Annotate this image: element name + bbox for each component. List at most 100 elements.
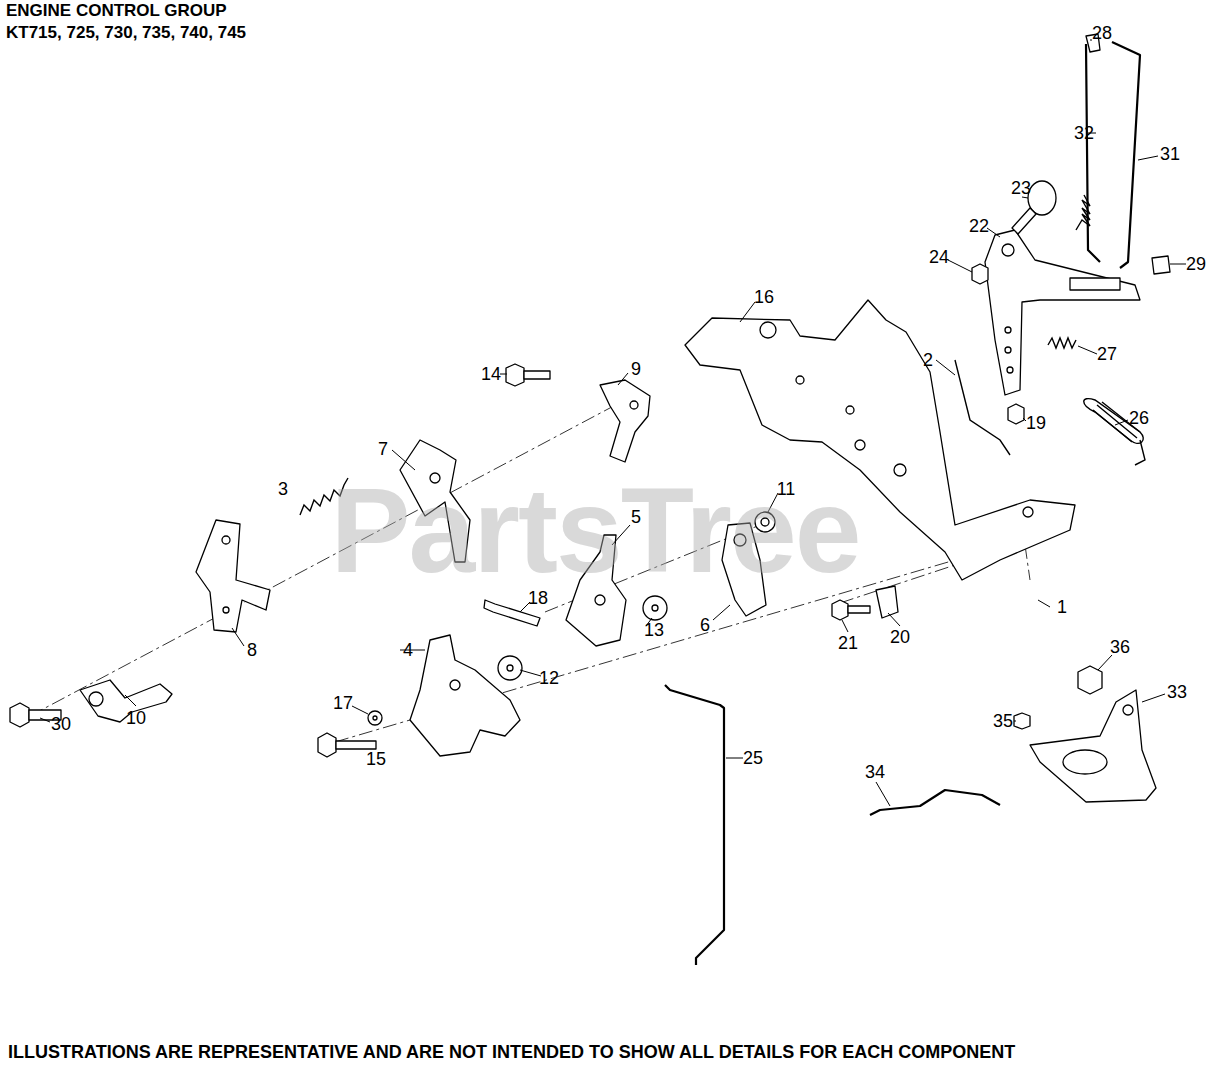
callout-number: 15 (366, 749, 386, 769)
callout-number: 16 (754, 287, 774, 307)
rod (1086, 44, 1100, 262)
callout-number: 4 (403, 640, 413, 660)
part-outline (652, 605, 658, 611)
part-outline (524, 371, 550, 379)
leader-line (936, 360, 955, 375)
leader-line (1023, 418, 1026, 421)
callout-number: 17 (333, 693, 353, 713)
callout-number: 19 (1026, 413, 1046, 433)
callout-number: 33 (1167, 682, 1187, 702)
part-outline (832, 600, 848, 620)
callout-number: 9 (631, 359, 641, 379)
callout-number: 35 (993, 711, 1013, 731)
caption-note: ILLUSTRATIONS ARE REPRESENTATIVE AND ARE… (8, 1042, 1015, 1063)
part-outline (1014, 713, 1030, 729)
leader-line (352, 706, 368, 714)
callout-number: 5 (631, 507, 641, 527)
part-outline (796, 376, 804, 384)
part-outline (1007, 367, 1013, 373)
part-outline (498, 656, 522, 680)
callout-number: 14 (481, 364, 501, 384)
leader-line (1138, 156, 1158, 160)
spring (1135, 440, 1145, 465)
diagram-title: ENGINE CONTROL GROUP KT715, 725, 730, 73… (6, 0, 271, 44)
callout-number: 26 (1129, 408, 1149, 428)
leader-line (125, 695, 136, 706)
part-outline (855, 440, 865, 450)
callout-number: 32 (1074, 123, 1094, 143)
leader-line (1038, 600, 1050, 607)
callout-number: 11 (777, 479, 796, 499)
part-outline (1152, 256, 1170, 274)
callout-number: 34 (865, 762, 885, 782)
part-outline (1008, 404, 1024, 424)
callout-number: 20 (890, 627, 910, 647)
part-outline (985, 230, 1140, 395)
spring (1048, 338, 1076, 348)
leader-line (1078, 346, 1097, 354)
part-outline (10, 34, 1170, 802)
part-outline (222, 536, 230, 544)
part-outline (10, 703, 29, 727)
part-outline (507, 665, 513, 671)
axis-line (1025, 545, 1030, 580)
leader-line (1115, 420, 1128, 425)
leader-line (1142, 694, 1165, 702)
callout-number: 3 (278, 479, 288, 499)
leader-line (948, 260, 972, 272)
leader-line (713, 605, 730, 620)
callout-number: 2 (923, 350, 933, 370)
part-outline (1005, 347, 1011, 353)
part-outline (373, 716, 377, 720)
part-outline (336, 741, 376, 749)
callout-number: 12 (539, 668, 559, 688)
rod (870, 790, 1000, 815)
callout-number: 24 (929, 247, 949, 267)
part-outline (1070, 278, 1120, 290)
part-outline (972, 264, 988, 284)
part-outline (1005, 327, 1011, 333)
part-outline (368, 711, 382, 725)
callout-number: 22 (969, 216, 989, 236)
part-outline (848, 606, 870, 613)
leader-line (1090, 40, 1092, 41)
spring (1076, 195, 1090, 230)
part-outline (196, 520, 270, 632)
callout-number: 10 (126, 708, 146, 728)
part-outline (1123, 705, 1133, 715)
callout-number: 27 (1097, 344, 1117, 364)
part-outline (1063, 750, 1107, 774)
part-outline (450, 680, 460, 690)
leader-line (1014, 721, 1016, 722)
spring (955, 360, 1010, 455)
part-outline (223, 607, 229, 613)
callout-number: 25 (743, 748, 763, 768)
part-outline (1002, 244, 1014, 256)
callout-number: 28 (1092, 23, 1112, 43)
part-outline (1023, 507, 1033, 517)
callout-number: 7 (378, 439, 388, 459)
rod (665, 685, 724, 965)
part-outline (506, 364, 524, 386)
part-outline (846, 406, 854, 414)
callout-number: 1 (1057, 597, 1067, 617)
callout-number: 21 (838, 633, 858, 653)
leader-line (1098, 655, 1112, 670)
part-outline (1012, 208, 1036, 234)
part-outline (89, 692, 103, 706)
callout-number: 6 (700, 615, 710, 635)
leader-line (40, 40, 1186, 806)
leader-line (520, 670, 541, 676)
callout-number: 29 (1186, 254, 1206, 274)
leader-line (618, 373, 628, 385)
leader-line (40, 718, 50, 722)
leader-line (876, 782, 890, 806)
callout-number: 8 (247, 640, 257, 660)
part-outline (318, 733, 336, 757)
part-outline (894, 464, 906, 476)
part-outline (600, 380, 650, 462)
callout-number: 36 (1110, 637, 1130, 657)
leader-line (726, 758, 743, 759)
rod (1112, 42, 1140, 268)
leader-line (740, 302, 755, 322)
